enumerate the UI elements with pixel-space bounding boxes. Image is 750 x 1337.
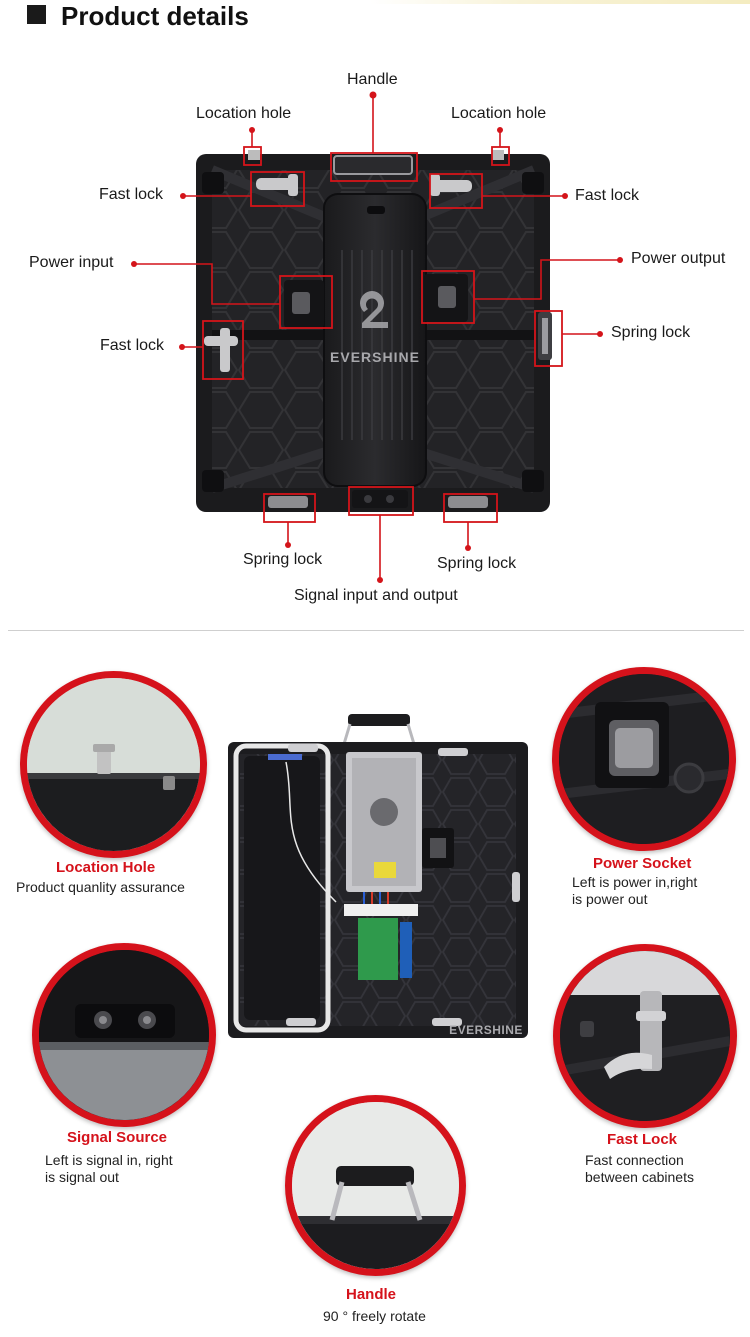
section-divider [8,630,744,631]
signal-source-line2: is signal out [45,1169,119,1185]
power-socket-line1: Left is power in,right [572,874,698,890]
header-square-icon [27,5,46,24]
label-signal-io: Signal input and output [294,587,458,604]
location-hole-text: Product quanlity assurance [16,879,185,895]
fast-lock-title: Fast Lock [607,1131,678,1148]
signal-source-line1: Left is signal in, right [45,1152,173,1168]
signal-source-title: Signal Source [67,1129,168,1146]
highlight-spring-lock-bottom-right [443,493,498,523]
header-accent-bar [370,0,750,4]
annotation-overlay [131,91,623,583]
highlight-spring-lock-right [534,310,563,367]
power-socket-title: Power Socket [593,855,692,872]
fast-lock-photo [553,944,737,1128]
highlight-fast-lock-top-right [429,173,483,209]
handle-photo [285,1095,466,1276]
highlight-location-hole-left [243,146,262,166]
label-power-output: Power output [631,250,726,267]
fast-lock-line2: between cabinets [585,1169,694,1185]
cabinet-open-photo: EVERSHINE [228,714,528,1038]
power-socket-photo [552,667,736,851]
label-power-input: Power input [29,254,114,271]
page-title: Product details [61,1,249,31]
highlight-power-input [279,275,333,329]
highlight-power-output [421,270,475,324]
location-hole-photo [20,671,207,858]
center-brand-text: EVERSHINE [449,1023,523,1037]
highlight-spring-lock-bottom-left [263,493,316,523]
signal-source-photo [32,943,216,1127]
handle-text: 90 ° freely rotate [323,1308,426,1324]
cabinet-brand-text: EVERSHINE [330,349,420,365]
label-location-hole-right: Location hole [451,105,547,122]
label-spring-lock-right: Spring lock [611,324,691,341]
highlight-fast-lock-left [202,320,244,380]
label-spring-lock-bottom-left: Spring lock [243,551,323,568]
label-handle: Handle [347,71,398,88]
location-hole-title: Location Hole [56,859,156,876]
cabinet-rear-photo: EVERSHINE [196,150,552,512]
highlight-fast-lock-top-left [250,171,305,207]
power-socket-line2: is power out [572,891,648,907]
highlight-signal-io [348,486,414,516]
label-fast-lock-top-right: Fast lock [575,187,640,204]
fast-lock-line1: Fast connection [585,1152,684,1168]
label-spring-lock-bottom-right: Spring lock [437,555,517,572]
label-fast-lock-left: Fast lock [100,337,165,354]
highlight-handle [330,152,418,182]
label-location-hole-left: Location hole [196,105,292,122]
handle-title: Handle [346,1286,397,1303]
label-fast-lock-top-left: Fast lock [99,186,164,203]
highlight-location-hole-right [491,146,510,166]
